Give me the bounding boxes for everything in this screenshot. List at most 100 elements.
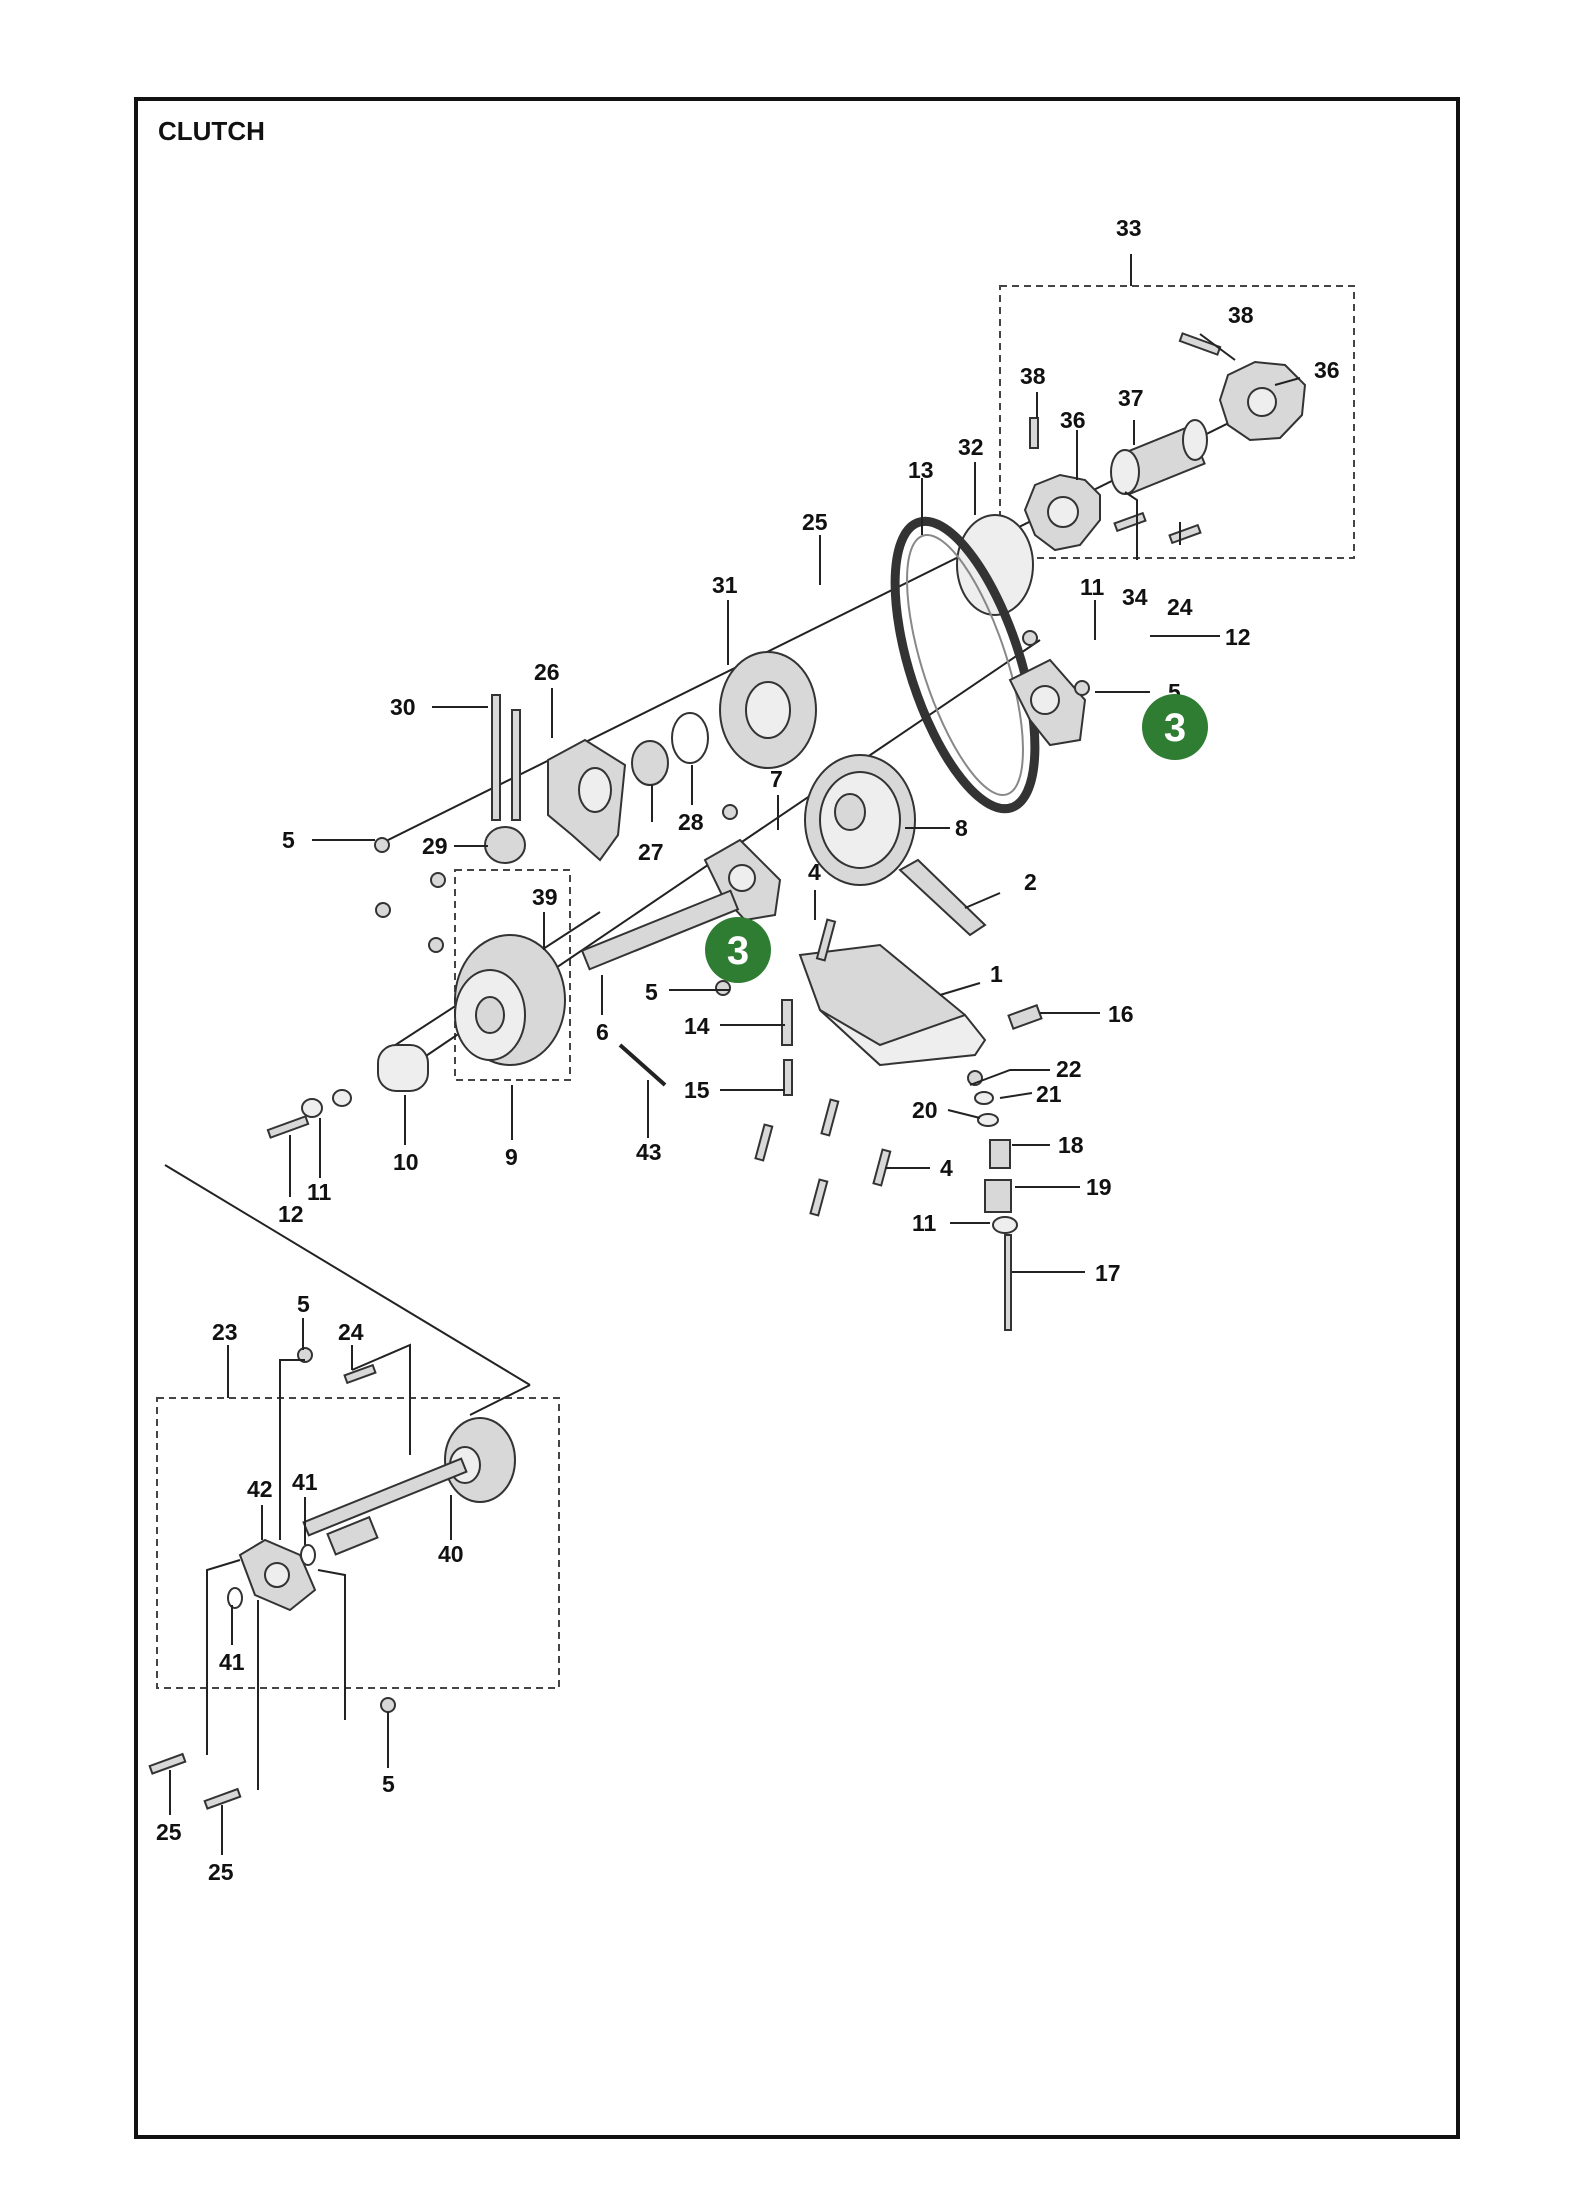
callout-18: 18 — [1058, 1132, 1084, 1158]
nuts — [297, 630, 1090, 1713]
callout-37: 37 — [1118, 385, 1144, 411]
tension-plate-2 — [898, 858, 987, 937]
callout-38-top: 38 — [1228, 302, 1254, 328]
bolt-25c — [203, 1787, 242, 1810]
diagram-frame — [134, 97, 1460, 2139]
pulley-31-hub — [745, 681, 791, 739]
callout-16: 16 — [1108, 1001, 1134, 1027]
nut-misc-a — [430, 872, 446, 888]
clutch-9-hub — [475, 996, 505, 1034]
spacer-19 — [984, 1179, 1012, 1213]
washer-11b — [332, 1089, 352, 1107]
callout-40: 40 — [438, 1541, 464, 1567]
ring-41b — [227, 1587, 243, 1609]
callout-14: 14 — [684, 1013, 710, 1039]
callout-27: 27 — [638, 839, 664, 865]
washer-11c — [992, 1216, 1018, 1234]
nut-misc-e — [722, 804, 738, 820]
group-box-coupling — [999, 285, 1355, 559]
shaft-6 — [580, 889, 740, 971]
callout-36-left: 36 — [1060, 407, 1086, 433]
callout-34: 34 — [1122, 584, 1148, 610]
v-belt-13 — [890, 516, 1040, 814]
nut-misc-c — [428, 937, 444, 953]
coupling-assembly — [1023, 332, 1307, 552]
washer-11 — [301, 1098, 323, 1118]
group-box-clutch — [454, 869, 571, 1081]
pulley-8-hub — [834, 793, 866, 831]
callout-10: 10 — [393, 1149, 419, 1175]
bearing-37 — [1110, 449, 1140, 495]
spline-40 — [326, 1515, 379, 1556]
callout-32: 32 — [958, 434, 984, 460]
callout-12-left: 12 — [278, 1201, 304, 1227]
clutch-parts — [266, 694, 740, 1139]
callout-5-mid: 5 — [645, 979, 658, 1005]
callout-8: 8 — [955, 815, 968, 841]
bolt-30b — [511, 709, 521, 821]
bolt-25b — [148, 1752, 187, 1775]
bearing-blocks — [703, 658, 1087, 922]
callout-12-top: 12 — [1225, 624, 1251, 650]
callout-36-right: 36 — [1314, 357, 1340, 383]
callout-9: 9 — [505, 1144, 518, 1170]
callout-41-bottom: 41 — [219, 1649, 245, 1675]
ring-41a — [300, 1544, 316, 1566]
bolt-12 — [266, 1115, 310, 1139]
callout-30: 30 — [390, 694, 416, 720]
spacer-10 — [377, 1044, 429, 1092]
callout-13: 13 — [908, 457, 934, 483]
callout-21: 21 — [1036, 1081, 1062, 1107]
callout-labels: 3 3 38 36 38 36 37 13 32 25 31 11 34 24 1… — [156, 215, 1340, 1885]
callout-25-bottom-left: 25 — [156, 1819, 182, 1845]
callout-43: 43 — [636, 1139, 662, 1165]
page-title: CLUTCH — [158, 116, 265, 146]
badge-right-text: 3 — [1164, 706, 1186, 750]
badge-left-text: 3 — [727, 929, 749, 973]
callout-22: 22 — [1056, 1056, 1082, 1082]
callout-31: 31 — [712, 572, 738, 598]
callout-5-left: 5 — [282, 827, 295, 853]
rod-17 — [1004, 1234, 1012, 1331]
callout-23: 23 — [212, 1319, 238, 1345]
washer-21 — [974, 1091, 994, 1105]
v-belt-13-inner — [906, 534, 1024, 796]
callout-11-top: 11 — [1080, 574, 1105, 600]
bearing-block-right-bore — [1030, 685, 1060, 715]
tensioner-assembly — [754, 858, 1043, 1331]
tension-arm-1-side — [819, 1009, 987, 1067]
bearing-block-left-bore — [728, 864, 756, 892]
nut-5a — [374, 837, 390, 853]
callout-42: 42 — [247, 1476, 273, 1502]
nut-5b — [1074, 680, 1090, 696]
coupling-hub-left — [1047, 496, 1079, 528]
callout-7: 7 — [770, 766, 783, 792]
callout-11-bottom: 11 — [912, 1210, 937, 1236]
spring-43 — [618, 1043, 667, 1087]
nut-5d — [297, 1347, 313, 1363]
callout-24-top: 24 — [1167, 594, 1193, 620]
snap-ring-28 — [671, 712, 709, 764]
lower-shaft-assembly — [148, 1363, 516, 1810]
collar-29 — [484, 826, 526, 864]
callout-38-left: 38 — [1020, 363, 1046, 389]
bolt-4a — [815, 918, 837, 962]
bolt-24b — [343, 1363, 377, 1385]
link-14 — [781, 999, 793, 1046]
callout-19: 19 — [1086, 1174, 1112, 1200]
callout-11-left: 11 — [307, 1179, 332, 1205]
bearing-37b — [1182, 419, 1208, 461]
callout-5-lower-bottom: 5 — [382, 1771, 395, 1797]
reference-badge-left: 3 — [705, 917, 771, 983]
spring-18 — [989, 1139, 1011, 1169]
coupling-hub-right — [1247, 387, 1277, 417]
leader-lines — [169, 254, 1301, 1855]
callout-17: 17 — [1095, 1260, 1121, 1286]
bolt-misc-b — [820, 1098, 840, 1137]
callout-25-top: 25 — [802, 509, 828, 535]
reference-badge-right: 3 — [1142, 694, 1208, 760]
callout-1: 1 — [990, 961, 1003, 987]
pin-16 — [1007, 1004, 1043, 1030]
bolt-38-left — [1029, 417, 1039, 449]
